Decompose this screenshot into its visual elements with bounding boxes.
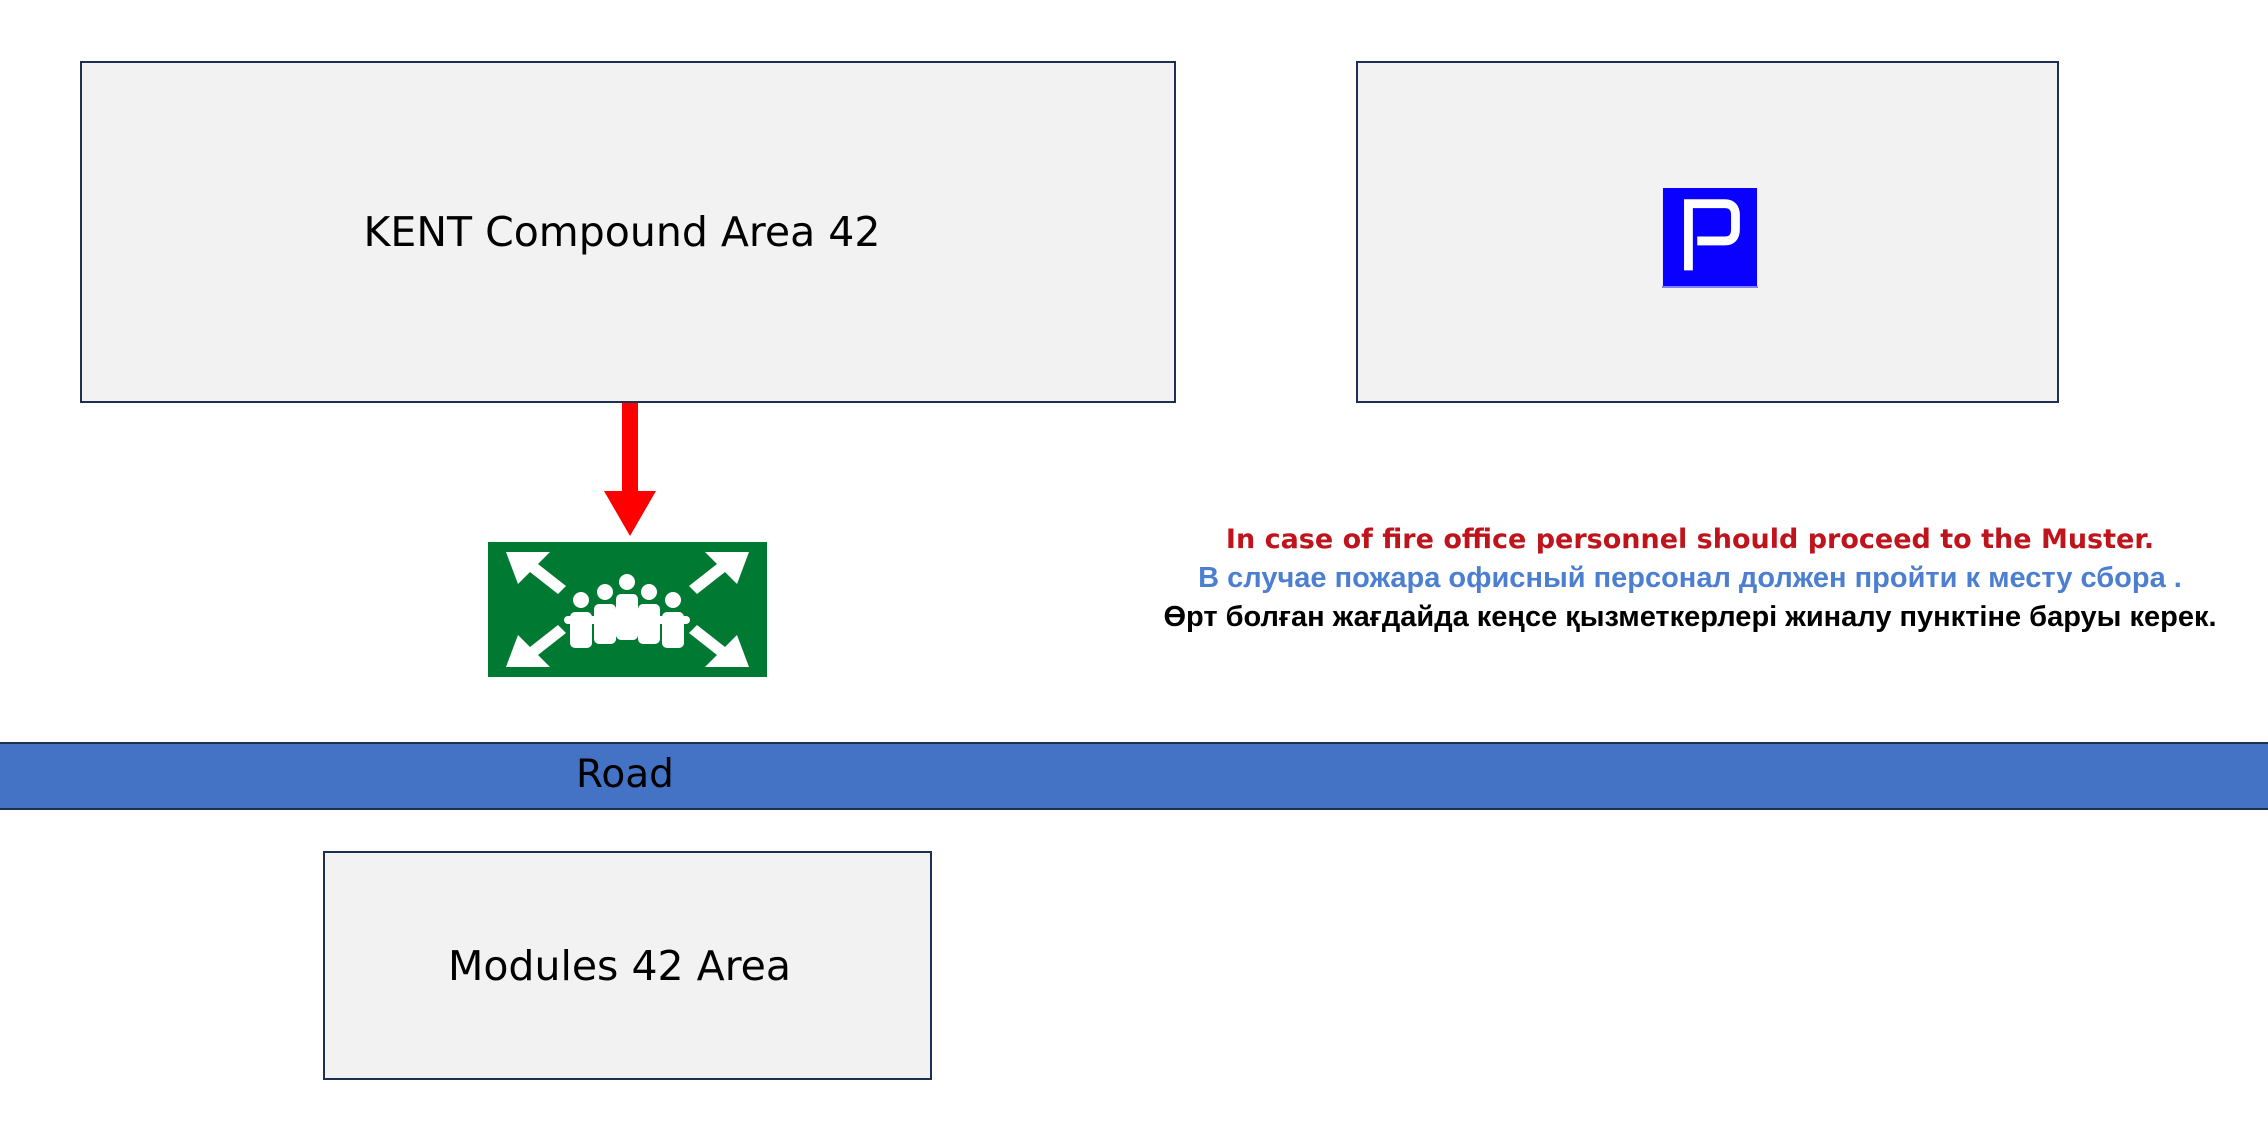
- assembly-point-icon: [488, 542, 767, 677]
- modules-area: Modules 42 Area: [323, 851, 932, 1080]
- parking-sign-icon: P: [1662, 188, 1758, 288]
- fire-notice: In case of fire office personnel should …: [1120, 520, 2260, 637]
- road: Road: [0, 742, 2268, 810]
- notice-russian: В случае пожара офисный персонал должен …: [1198, 562, 2182, 594]
- notice-kazakh: Өрт болған жағдайда кеңсе қызметкерлері …: [1163, 601, 2217, 633]
- modules-area-label: Modules 42 Area: [447, 941, 792, 990]
- kent-compound-area: KENT Compound Area 42: [80, 61, 1176, 403]
- arrow-down-icon: [604, 403, 656, 536]
- notice-english: In case of fire office personnel should …: [1225, 524, 2155, 555]
- road-label: Road: [576, 752, 674, 797]
- kent-compound-label: KENT Compound Area 42: [363, 208, 881, 256]
